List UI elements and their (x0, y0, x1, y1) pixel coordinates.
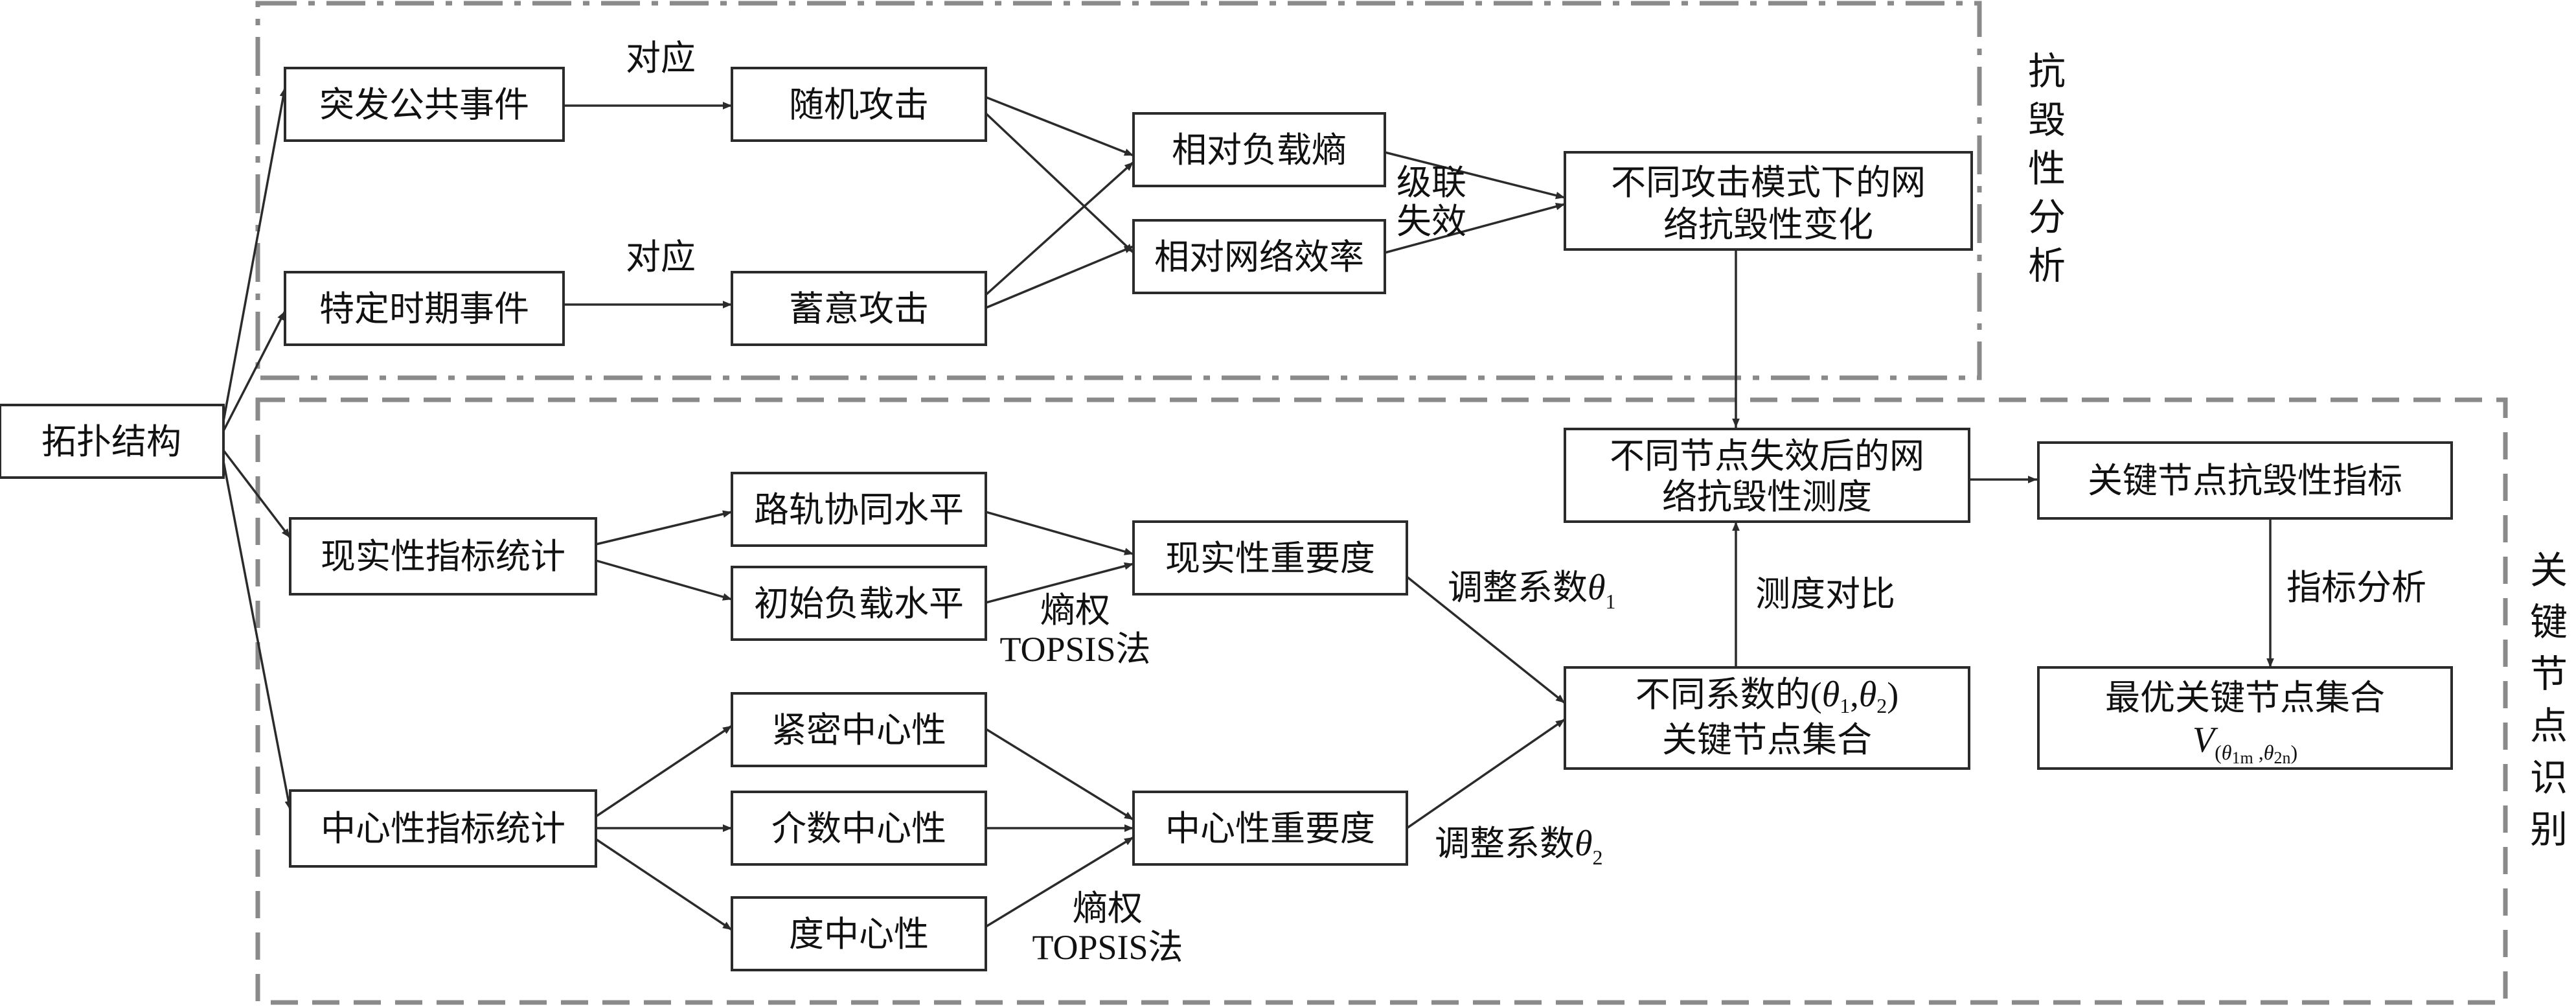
node-key-node-index: 关键节点抗毁性指标 (2037, 441, 2453, 520)
region-label-char: 节 (2530, 652, 2568, 696)
edge-label-adjust-2: 调整系数θ2 (1435, 823, 1603, 869)
region-label-char: 性 (2028, 146, 2066, 191)
node-coef-key-node-set: 不同系数的(θ1,θ2) 关键节点集合 (1564, 666, 1970, 770)
region-label-char: 别 (2530, 807, 2568, 851)
node-specific-period-event-label: 特定时期事件 (319, 288, 529, 329)
edge-label-adjust-1: 调整系数θ1 (1448, 567, 1616, 613)
edge-random-to-efficiency (985, 112, 1135, 254)
node-reality-importance-label: 现实性重要度 (1165, 538, 1375, 579)
edge-topology-reality-stats (222, 449, 291, 539)
edge-topology-centrality-stats (222, 461, 293, 811)
node-closeness-label: 紧密中心性 (771, 710, 946, 750)
edge-label-measure-compare: 测度对比 (1755, 573, 1895, 614)
node-relative-network-efficiency-label: 相对网络效率 (1154, 237, 1364, 277)
node-attack-mode-change: 不同攻击模式下的网 络抗毁性变化 (1564, 151, 1973, 251)
edge-topology-public-event (222, 87, 288, 422)
edge-label-entropy-topsis-2-line1: 熵权 (1073, 888, 1143, 929)
survivability-analysis-label: 抗 毁 性 分 析 (2028, 49, 2066, 288)
region-label-char: 关 (2530, 548, 2568, 592)
edge-initial-to-importance (985, 562, 1134, 604)
node-centrality-importance-label: 中心性重要度 (1165, 808, 1375, 849)
edge-centrality-importance-to-coef (1406, 718, 1566, 829)
edge-label-entropy-topsis-2-line2: TOPSIS法 (1032, 928, 1183, 967)
edge-deliberate-to-entropy (985, 161, 1135, 296)
edge-efficiency-to-change (1384, 203, 1566, 254)
edge-deliberate-to-efficiency (985, 245, 1134, 309)
node-degree-label: 度中心性 (789, 914, 929, 955)
edge-reality-importance-to-coef (1406, 575, 1566, 704)
node-optimal-key-node-set-line1: 最优关键节点集合 (2105, 677, 2385, 718)
node-failure-measure: 不同节点失效后的网 络抗毁性测度 (1564, 428, 1970, 523)
node-road-rail-level-label: 路轨协同水平 (754, 489, 964, 530)
node-initial-load-level: 初始负载水平 (731, 566, 987, 641)
edge-label-correspond-1: 对应 (626, 38, 696, 78)
region-label-char: 毁 (2028, 98, 2066, 142)
node-attack-mode-change-line1: 不同攻击模式下的网 (1611, 162, 1926, 203)
node-relative-load-entropy: 相对负载熵 (1132, 112, 1386, 187)
node-reality-stats-label: 现实性指标统计 (321, 536, 565, 577)
region-label-char: 析 (2028, 244, 2066, 288)
edge-label-cascade-line2: 失效 (1396, 201, 1466, 242)
node-public-event-label: 突发公共事件 (319, 84, 529, 125)
node-betweenness: 介数中心性 (731, 791, 987, 866)
edge-degree-to-importance (985, 836, 1134, 928)
node-closeness: 紧密中心性 (731, 692, 987, 767)
node-relative-load-entropy-label: 相对负载熵 (1172, 130, 1347, 170)
region-label-char: 键 (2530, 600, 2568, 644)
optimal-set-symbol: V (2193, 720, 2218, 760)
node-attack-mode-change-line2: 络抗毁性变化 (1663, 204, 1873, 245)
region-label-char: 识 (2530, 756, 2568, 800)
region-label-char: 点 (2530, 704, 2568, 748)
node-centrality-stats-label: 中心性指标统计 (321, 808, 565, 849)
edge-reality-to-initial (595, 559, 733, 601)
node-reality-importance: 现实性重要度 (1132, 520, 1408, 596)
edge-label-entropy-topsis-1-line1: 熵权 (1040, 590, 1110, 631)
node-optimal-key-node-set-symbol: V(θ1m ,θ2n) (2193, 720, 2297, 767)
edge-label-entropy-topsis-1-line2: TOPSIS法 (999, 630, 1150, 669)
node-failure-measure-line1: 不同节点失效后的网 (1610, 435, 1924, 476)
node-random-attack-label: 随机攻击 (789, 84, 929, 125)
survivability-analysis-region (255, 1, 1982, 380)
node-deliberate-attack: 蓄意攻击 (731, 271, 987, 346)
edge-roadrail-to-importance (985, 511, 1134, 555)
node-coef-key-node-set-line2: 关键节点集合 (1662, 719, 1872, 760)
region-label-char: 分 (2028, 195, 2066, 239)
node-public-event: 突发公共事件 (284, 67, 565, 142)
edge-centrality-to-closeness (595, 724, 733, 818)
node-specific-period-event: 特定时期事件 (284, 271, 565, 346)
node-topology: 拓扑结构 (0, 404, 225, 479)
key-node-identification-label: 关 键 节 点 识 别 (2530, 548, 2568, 851)
node-initial-load-level-label: 初始负载水平 (754, 583, 964, 624)
edge-random-to-entropy (985, 96, 1134, 157)
node-relative-network-efficiency: 相对网络效率 (1132, 219, 1386, 294)
node-degree: 度中心性 (731, 896, 987, 971)
edge-reality-to-roadrail (595, 510, 733, 546)
node-deliberate-attack-label: 蓄意攻击 (789, 288, 929, 329)
edge-label-cascade-line1: 级联 (1396, 162, 1466, 203)
node-optimal-key-node-set: 最优关键节点集合 V(θ1m ,θ2n) (2037, 666, 2453, 770)
node-centrality-importance: 中心性重要度 (1132, 791, 1408, 866)
node-failure-measure-line2: 络抗毁性测度 (1662, 476, 1872, 517)
node-topology-label: 拓扑结构 (41, 421, 181, 462)
node-betweenness-label: 介数中心性 (771, 808, 946, 849)
node-coef-key-node-set-line1: 不同系数的(θ1,θ2) (1636, 674, 1899, 717)
node-key-node-index-label: 关键节点抗毁性指标 (2088, 460, 2402, 501)
region-label-char: 抗 (2028, 49, 2066, 93)
node-reality-stats: 现实性指标统计 (289, 517, 597, 596)
edge-label-correspond-2: 对应 (626, 237, 696, 277)
edge-closeness-to-importance (985, 728, 1134, 821)
key-node-identification-region (255, 397, 2508, 1005)
edge-entropy-to-change (1384, 151, 1566, 200)
edge-centrality-to-degree (595, 838, 733, 931)
edge-topology-specific-period (222, 310, 286, 432)
node-road-rail-level: 路轨协同水平 (731, 472, 987, 547)
edge-label-index-analysis: 指标分析 (2286, 567, 2426, 608)
node-random-attack: 随机攻击 (731, 67, 987, 142)
node-centrality-stats: 中心性指标统计 (289, 789, 597, 868)
edges (222, 87, 2274, 931)
